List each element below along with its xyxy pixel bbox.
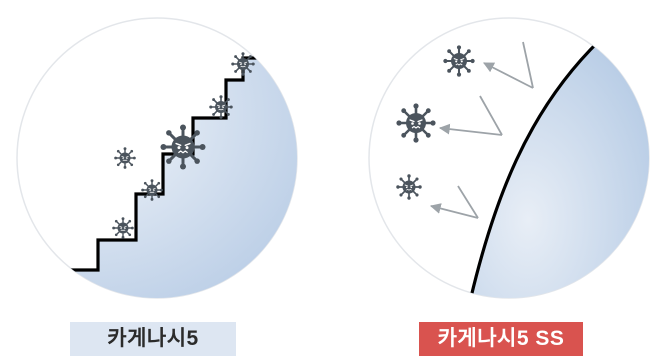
virus-icon [209, 95, 233, 119]
virus-icon [141, 179, 163, 201]
virus-icon [160, 124, 206, 170]
product-label-kagenashi5: 카게나시5 [70, 322, 236, 356]
virus-icon [114, 147, 136, 169]
left-illustration-panel: 카게나시5 [16, 17, 298, 356]
virus-icon [396, 174, 422, 200]
virus-icon [112, 217, 134, 239]
right-illustration-panel: 카게나시5 SS [328, 0, 656, 358]
smooth-surface-edge [466, 38, 602, 298]
curved-surface-illustration [368, 17, 650, 299]
virus-icon [396, 103, 436, 143]
stepped-surface-illustration [16, 17, 298, 299]
repel-arrows [429, 41, 534, 219]
product-label-kagenashi5-ss: 카게나시5 SS [419, 322, 583, 356]
virus-icon [443, 45, 475, 77]
virus-icon [231, 52, 255, 76]
